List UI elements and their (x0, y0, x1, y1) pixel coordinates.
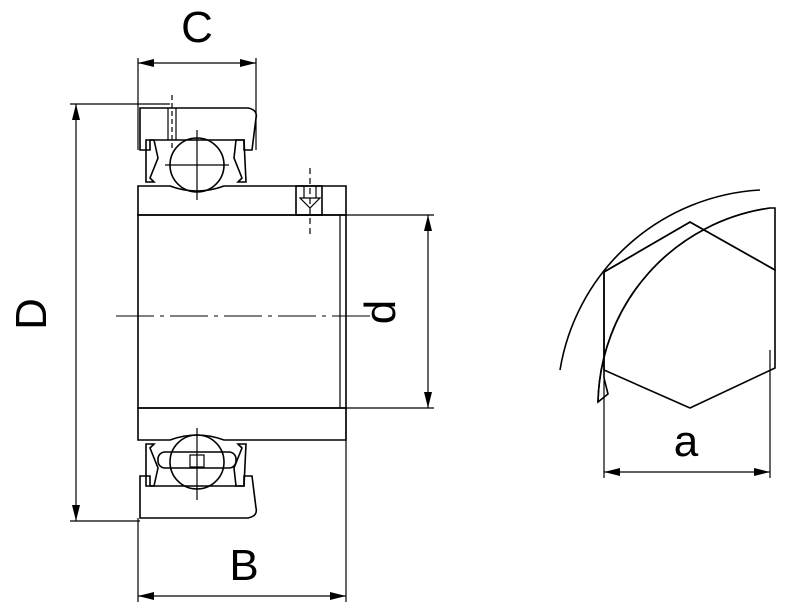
dimension-lines (70, 58, 771, 602)
hex-bore-view (559, 189, 776, 409)
label-B: B (229, 541, 258, 590)
label-C: C (181, 3, 213, 52)
inner-ring-top (137, 168, 347, 236)
ball-bottom (157, 428, 237, 500)
seal-bottom (145, 443, 247, 487)
label-d: d (356, 300, 405, 324)
seal-top (145, 139, 247, 183)
bore (116, 214, 372, 409)
section-view (116, 95, 372, 519)
label-a: a (674, 417, 699, 466)
label-D: D (7, 298, 56, 330)
ball-top (165, 130, 229, 200)
outer-ring-top (139, 95, 258, 151)
outer-ring-bottom (139, 475, 258, 519)
inner-ring-bottom (137, 407, 347, 441)
